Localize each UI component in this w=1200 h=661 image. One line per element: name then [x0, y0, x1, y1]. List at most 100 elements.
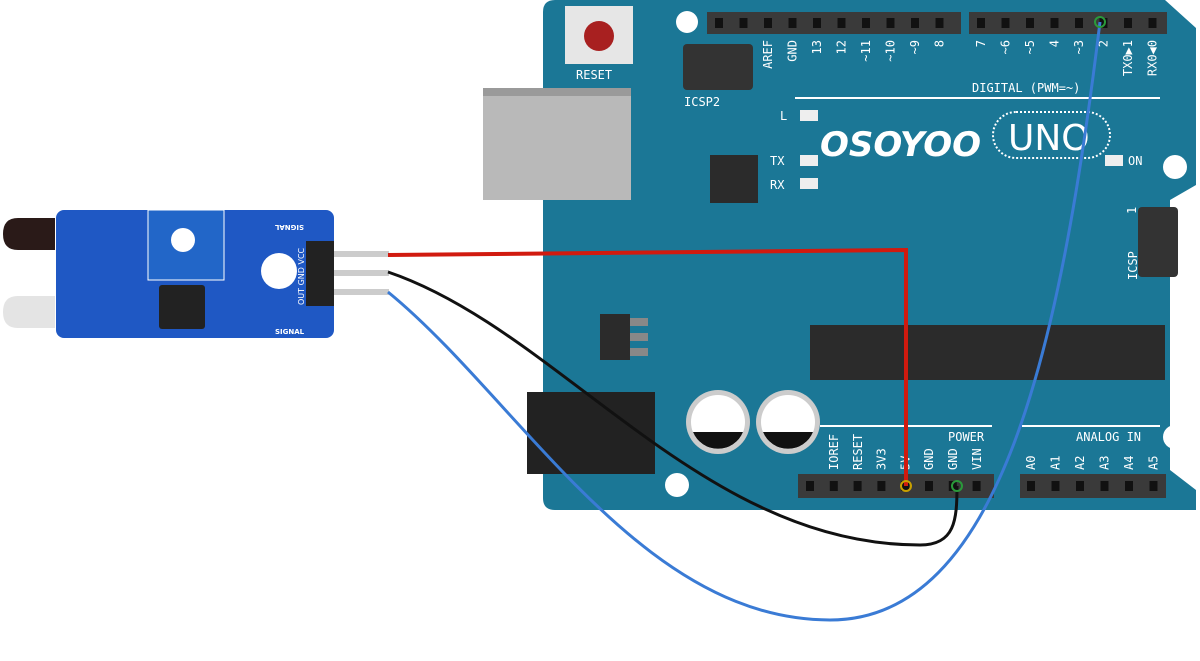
regulator: [600, 314, 630, 360]
header-pin[interactable]: [739, 18, 748, 28]
header-pin[interactable]: [853, 481, 862, 491]
header-pin[interactable]: [977, 18, 985, 28]
header-pin[interactable]: [877, 481, 886, 491]
header-pin[interactable]: [886, 18, 895, 28]
reset-label: RESET: [576, 68, 612, 82]
header-pin[interactable]: [911, 18, 919, 28]
pin-label: ~5: [1023, 40, 1037, 54]
potentiometer[interactable]: [171, 228, 195, 252]
power-led-label: SIGNAL: [275, 328, 305, 336]
capacitor: [686, 390, 750, 454]
header-pin[interactable]: [972, 481, 981, 491]
header-pin[interactable]: [1026, 18, 1034, 28]
brand-logo: OSOYOO: [820, 125, 981, 165]
header-pin[interactable]: [788, 18, 797, 28]
icsp-label: ICSP: [1126, 251, 1140, 280]
digital-header-right: [969, 12, 1167, 34]
header-pin[interactable]: [1148, 18, 1157, 28]
led-tx: [800, 155, 818, 166]
icsp-pin1-label: 1: [1125, 207, 1139, 214]
pin-label: GND: [786, 40, 800, 62]
header-pin[interactable]: [715, 18, 723, 28]
digital-header-left: [707, 12, 961, 34]
header-pin[interactable]: [1050, 18, 1059, 28]
wire-gnd-gnd: [387, 270, 959, 547]
pin-label: ~11: [859, 40, 873, 62]
header-pin[interactable]: [1075, 18, 1083, 28]
led-rx: [800, 178, 818, 189]
wire-out-d2: [387, 21, 1102, 622]
led-label-on: ON: [1128, 154, 1142, 168]
pin-label: 4: [1048, 40, 1062, 47]
header-pin[interactable]: [1027, 481, 1035, 491]
header-pin[interactable]: [1124, 18, 1132, 28]
header-pin[interactable]: [935, 18, 944, 28]
header-pin[interactable]: [1051, 481, 1060, 491]
header-pin[interactable]: [925, 481, 933, 491]
led-label-tx: TX: [770, 154, 785, 168]
pin-label: IOREF: [827, 434, 841, 470]
pin-label: A4: [1122, 456, 1136, 470]
header-pin[interactable]: [813, 18, 821, 28]
pin-label: A2: [1073, 456, 1087, 470]
ir-emitter: [3, 296, 55, 328]
power-header: [798, 474, 994, 498]
pin-label: GND: [922, 448, 936, 470]
ir-receiver: [3, 218, 55, 250]
model-label: UNO: [1008, 118, 1090, 159]
header-pin[interactable]: [862, 18, 870, 28]
led-label-l: L: [780, 109, 787, 123]
header-pin[interactable]: [764, 18, 772, 28]
pin-label: RX0◀0: [1146, 40, 1160, 76]
header-pin[interactable]: [1100, 481, 1109, 491]
header-pin[interactable]: [1099, 18, 1108, 28]
sensor-pin-header: [306, 241, 334, 306]
chip: [710, 155, 758, 203]
wire-vcc-5v: [387, 247, 908, 486]
header-pin[interactable]: [806, 481, 814, 491]
mount-hole: [676, 11, 698, 33]
pin-label: A0: [1024, 456, 1038, 470]
pin-label: A3: [1098, 456, 1112, 470]
led-l: [800, 110, 818, 121]
power-label: POWER: [948, 430, 985, 444]
sensor-pin-labels: OUT GND VCC: [297, 247, 306, 305]
pin-label: A1: [1049, 456, 1063, 470]
pin-label: A5: [1147, 456, 1161, 470]
header-pin[interactable]: [837, 18, 846, 28]
header-pin[interactable]: [1001, 18, 1010, 28]
analog-label: ANALOG IN: [1076, 430, 1141, 444]
pin-label: ~6: [999, 40, 1013, 54]
mount-hole: [1163, 155, 1187, 179]
led-label-rx: RX: [770, 178, 785, 192]
pin-label: ~9: [908, 40, 922, 54]
ir-sensor-module: SIGNAL SIGNAL OUT GND VCC: [3, 209, 389, 338]
mount-hole: [665, 473, 689, 497]
comparator-chip: [159, 285, 205, 329]
microcontroller: [810, 325, 1165, 380]
pin-label: ~10: [884, 40, 898, 62]
mount-hole: [1163, 425, 1187, 449]
pin-label: GND: [946, 448, 960, 470]
header-pin[interactable]: [1125, 481, 1133, 491]
pin-label: 2: [1097, 40, 1111, 47]
pin-label: VIN: [970, 448, 984, 470]
pin-label: 7: [974, 40, 988, 47]
analog-header: [1020, 474, 1166, 498]
header-pin[interactable]: [1149, 481, 1158, 491]
capacitor: [756, 390, 820, 454]
header-pin[interactable]: [1076, 481, 1084, 491]
reset-button[interactable]: [565, 6, 633, 64]
pin-label: 3V3: [875, 448, 889, 470]
pin-label: TX0▶1: [1121, 40, 1135, 76]
pin-label: RESET: [851, 434, 865, 470]
pin-label: ~3: [1072, 40, 1086, 54]
icsp2-label: ICSP2: [684, 95, 720, 109]
pin-label: 13: [810, 40, 824, 54]
usb-port: [483, 88, 631, 200]
header-pin[interactable]: [829, 481, 838, 491]
pin-label: 12: [835, 40, 849, 54]
led-on: [1105, 155, 1123, 166]
